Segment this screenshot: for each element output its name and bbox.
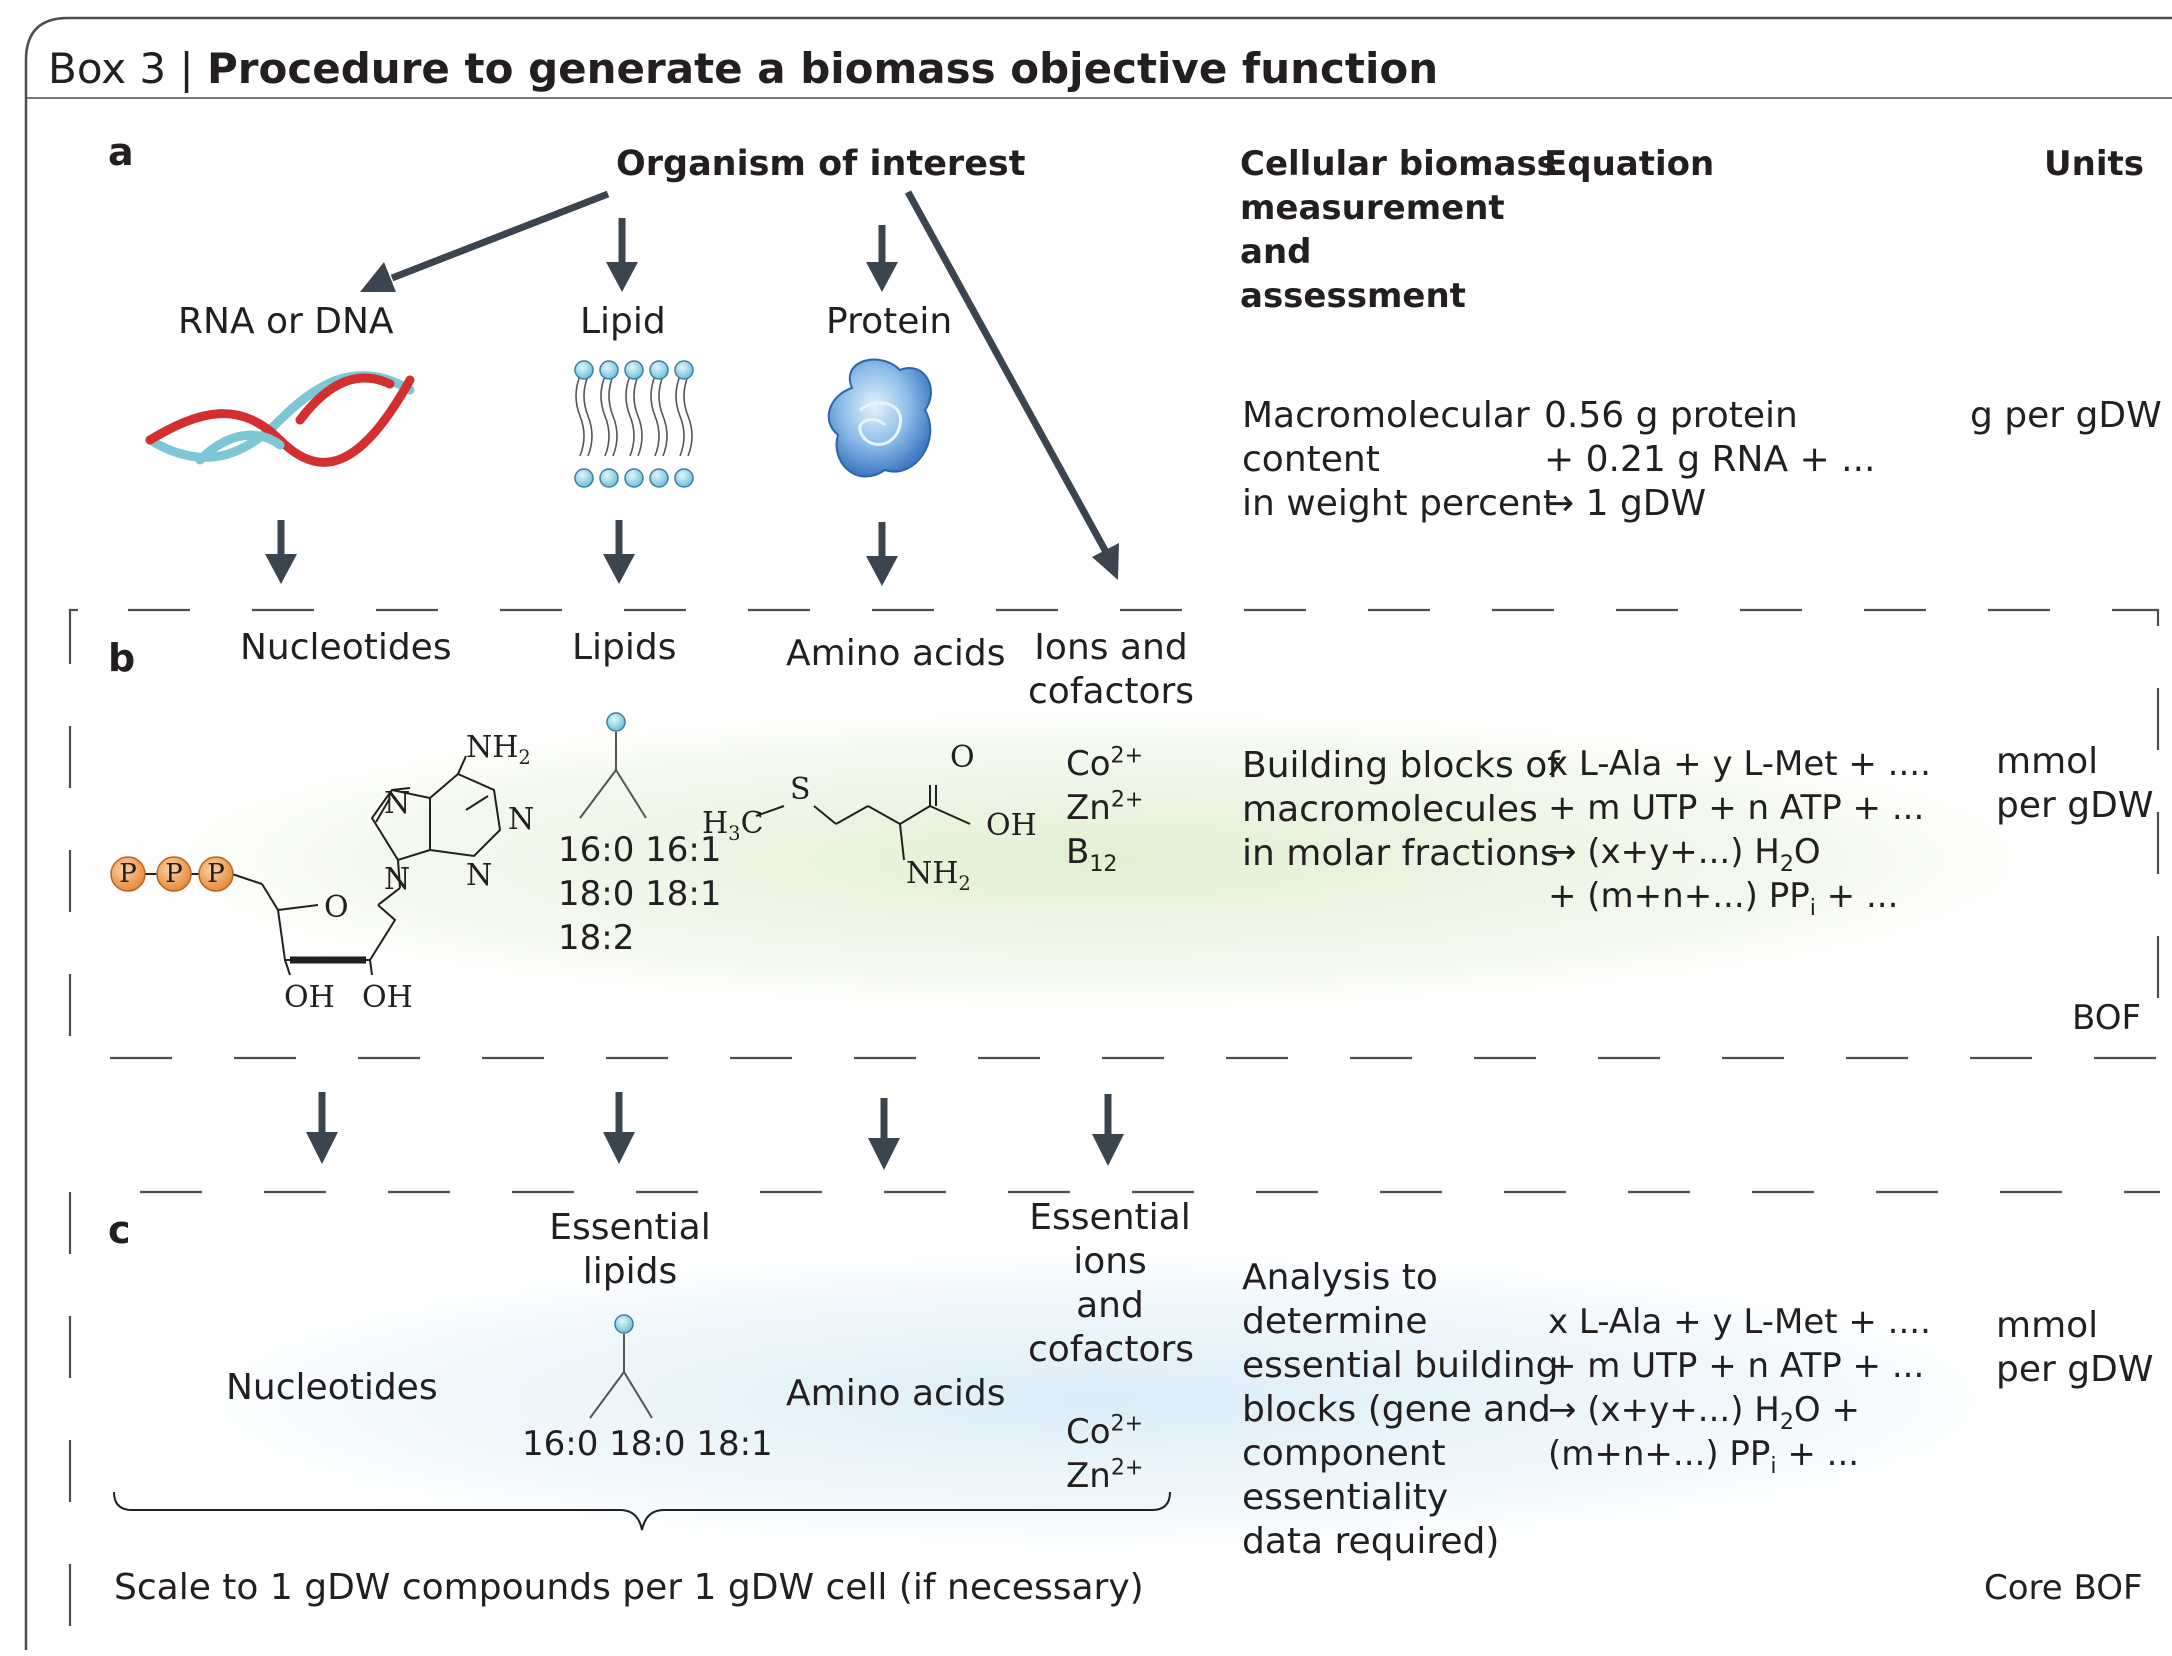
scale-note: Scale to 1 gDW compounds per 1 gDW cell … [114, 1567, 1144, 1608]
essential-lipid-species: 16:0 18:0 18:1 [522, 1424, 773, 1464]
atp-structure [110, 755, 502, 976]
node-essential-lipids: Essential lipids [549, 1207, 711, 1292]
panel-b-glow [20, 690, 2172, 1030]
panel-a-letter: a [108, 130, 134, 174]
organism-of-interest: Organism of interest [616, 144, 1026, 184]
met-h3c-label: H3C [702, 806, 764, 845]
lipid-tail-icons [579, 712, 653, 1419]
panel-b-assessment: Building blocks of macromolecules in mol… [1242, 745, 1560, 874]
atp-nh2-label: NH2 [466, 730, 531, 769]
ions-list: Co2+ Zn2+ B12 [1066, 742, 1144, 877]
node-lipid: Lipid [580, 301, 666, 342]
dna-icon [145, 371, 415, 467]
atp-ring-o-label: O [324, 890, 349, 925]
column-header-equation: Equation [1544, 144, 1715, 184]
panel-b-letter: b [108, 636, 136, 680]
panel-a-units: g per gDW [1970, 395, 2162, 436]
panel-c-equation: x L-Ala + y L-Met + .... + m UTP + n ATP… [1548, 1302, 1931, 1479]
panel-c-dashed-frame [68, 1190, 2160, 1650]
panel-c-tag-core-bof: Core BOF [1984, 1568, 2143, 1608]
node-ions-cofactors: Ions and cofactors [1028, 627, 1195, 712]
lipid-bilayer-icon [574, 360, 694, 488]
panel-b-units: mmol per gDW [1996, 741, 2154, 826]
phosphate-label-2: P [165, 859, 183, 889]
methionine-structure [755, 785, 971, 861]
lipid-species-list: 16:0 16:1 18:0 18:1 18:2 [558, 830, 722, 958]
box-header: Box 3 | Procedure to generate a biomass … [48, 44, 1438, 94]
panel-c-assessment: Analysis to determine essential building… [1242, 1257, 1559, 1562]
met-o-label: O [950, 740, 975, 775]
panel-a-equation: 0.56 g protein + 0.21 g RNA + ... → 1 gD… [1544, 395, 1876, 524]
box-label: Box 3 | [48, 44, 194, 93]
phosphate-label-3: P [207, 859, 225, 889]
protein-icon [827, 358, 932, 478]
node-nucleotides: Nucleotides [240, 627, 452, 668]
node-rna-dna: RNA or DNA [178, 301, 394, 342]
panel-b-equation: x L-Ala + y L-Met + .... + m UTP + n ATP… [1548, 744, 1931, 921]
arrows-panel-b-to-c [306, 1092, 1124, 1170]
atp-n-label-2: N [508, 802, 535, 837]
box-frame [24, 16, 2172, 1650]
met-nh2-label: NH2 [906, 856, 971, 895]
atp-oh-label-1: OH [284, 980, 335, 1015]
panel-a-assessment: Macromolecular content in weight percent [1242, 395, 1557, 524]
column-header-assessment: Cellular biomass measurement and assessm… [1240, 144, 1557, 316]
scale-brace [113, 1491, 1171, 1531]
node-protein: Protein [826, 301, 953, 342]
node-essential-ions-cofactors: Essential ions and cofactors [1028, 1197, 1195, 1370]
box-title: Procedure to generate a biomass objectiv… [207, 44, 1439, 93]
arrows-panel-a [265, 190, 1119, 586]
met-s-label: S [790, 772, 811, 807]
node-nucleotides-c: Nucleotides [226, 1367, 438, 1408]
node-amino-acids: Amino acids [786, 633, 1006, 674]
atp-n-label-4: N [466, 858, 493, 893]
essential-ions-list: Co2+ Zn2+ [1066, 1410, 1144, 1496]
panel-c-letter: c [108, 1208, 131, 1252]
atp-n-label-1: N [384, 786, 411, 821]
atp-oh-label-2: OH [362, 980, 413, 1015]
node-amino-acids-c: Amino acids [786, 1373, 1006, 1414]
node-lipids: Lipids [572, 627, 677, 668]
met-oh-label: OH [986, 808, 1037, 843]
phosphate-label-1: P [119, 859, 137, 889]
panel-c-glow [40, 1230, 2160, 1570]
panel-b-tag-bof: BOF [2072, 998, 2142, 1038]
panel-b-dashed-frame [68, 608, 2160, 1060]
column-header-units: Units [2044, 144, 2144, 184]
panel-c-units: mmol per gDW [1996, 1305, 2154, 1390]
atp-n-label-3: N [384, 862, 411, 897]
